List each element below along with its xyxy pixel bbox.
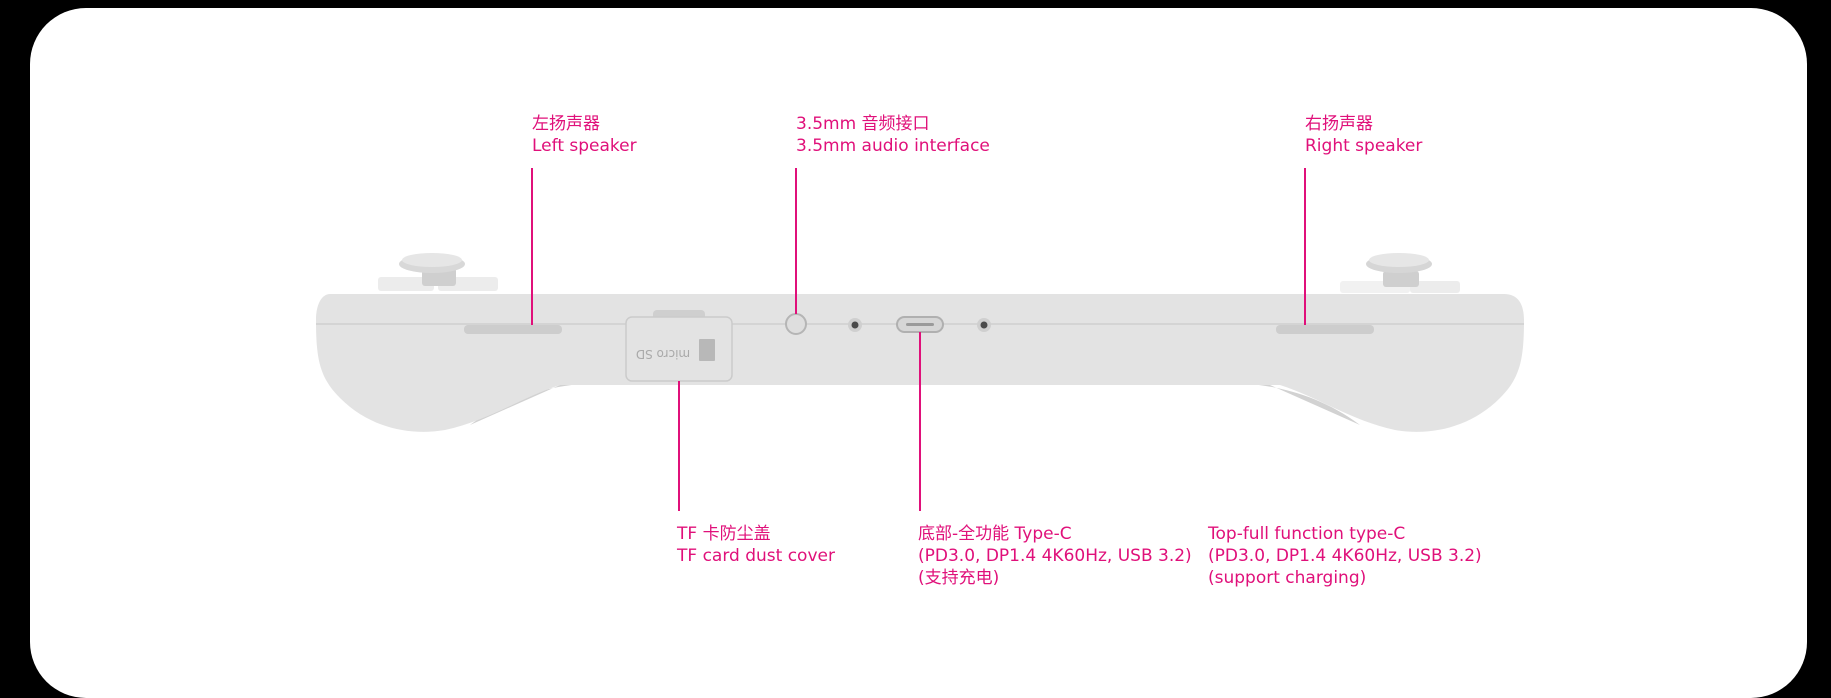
leader-audio-jack (795, 168, 797, 314)
label-top-usbc-line3: (support charging) (1208, 568, 1367, 588)
label-bottom-usbc-line3: (支持充电) (918, 568, 1000, 588)
label-right-speaker: 右扬声器 Right speaker (1305, 113, 1422, 157)
label-top-usbc: Top-full function type-C (PD3.0, DP1.4 4… (1208, 523, 1482, 589)
label-audio-jack: 3.5mm 音频接口 3.5mm audio interface (796, 113, 990, 157)
handheld-console-illustration: micro SD (316, 253, 1524, 432)
label-tf-cover-en: TF card dust cover (677, 546, 835, 566)
label-left-speaker-en: Left speaker (532, 136, 637, 156)
label-bottom-usbc-line2: (PD3.0, DP1.4 4K60Hz, USB 3.2) (918, 546, 1192, 566)
leader-right-speaker (1304, 168, 1306, 325)
label-left-speaker: 左扬声器 Left speaker (532, 113, 637, 157)
right-speaker-slot (1276, 325, 1374, 334)
left-speaker-slot (464, 325, 562, 334)
right-mic-inner (980, 321, 988, 329)
leader-usb-c (919, 332, 921, 511)
label-top-usbc-line1: Top-full function type-C (1208, 524, 1406, 544)
left-mic-inner (851, 321, 859, 329)
label-left-speaker-zh: 左扬声器 (532, 114, 600, 134)
right-shoulder-controls (1340, 253, 1460, 293)
usb-c-tongue (906, 323, 934, 326)
label-tf-cover: TF 卡防尘盖 TF card dust cover (677, 523, 835, 567)
label-right-speaker-en: Right speaker (1305, 136, 1423, 156)
label-top-usbc-line2: (PD3.0, DP1.4 4K60Hz, USB 3.2) (1208, 546, 1482, 566)
label-right-speaker-zh: 右扬声器 (1305, 114, 1373, 134)
leader-left-speaker (531, 168, 533, 325)
label-audio-jack-en: 3.5mm audio interface (796, 136, 990, 156)
left-shoulder-controls (378, 253, 498, 291)
label-bottom-usbc: 底部-全功能 Type-C (PD3.0, DP1.4 4K60Hz, USB … (918, 523, 1192, 589)
micro-sd-text: micro SD (636, 347, 690, 361)
label-audio-jack-zh: 3.5mm 音频接口 (796, 114, 930, 134)
leader-tf-cover (678, 381, 680, 511)
label-bottom-usbc-line1: 底部-全功能 Type-C (918, 524, 1072, 544)
tf-card-cover: micro SD (625, 310, 733, 382)
audio-jack-port (785, 313, 807, 335)
label-tf-cover-zh: TF 卡防尘盖 (677, 524, 771, 544)
